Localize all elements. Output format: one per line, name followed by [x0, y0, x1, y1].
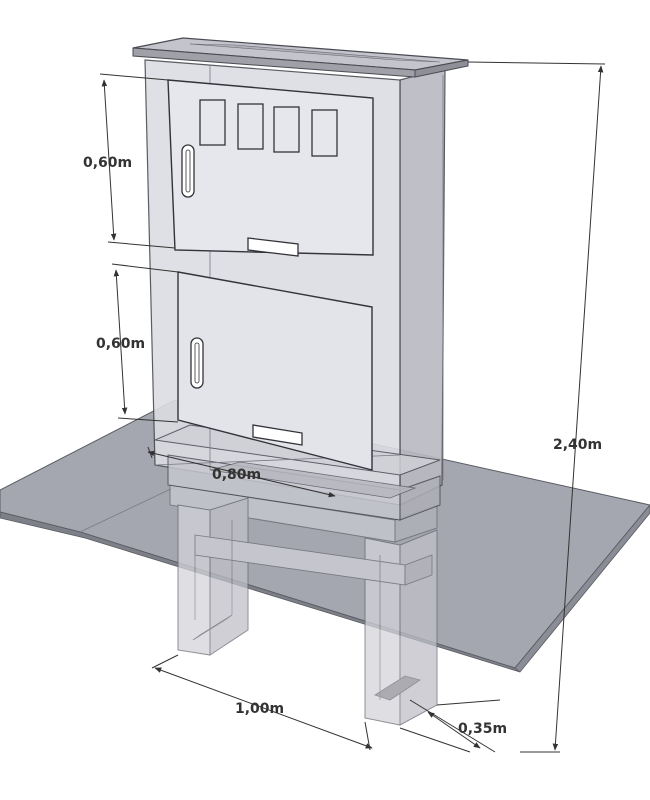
lower-door-height-label: 0,60m [96, 336, 145, 352]
cabinet-roof [132, 37, 469, 78]
cabinet-width-label: 0,80m [212, 467, 261, 483]
base-width-label: 1,00m [235, 701, 284, 717]
dimension-base-depth: 0,35m [399, 699, 507, 753]
meter-window-1 [199, 99, 226, 146]
base-depth-label: 0,35m [458, 721, 507, 737]
dimension-lower-door-height: 0,60m [96, 263, 179, 423]
upper-door-handle [181, 144, 195, 198]
meter-window-4 [311, 109, 338, 157]
upper-door-height-label: 0,60m [83, 155, 132, 171]
total-height-label: 2,40m [553, 437, 602, 453]
dimension-upper-door-height: 0,60m [83, 73, 176, 249]
upper-door [167, 79, 374, 257]
meter-window-2 [237, 103, 264, 150]
base-plinth [169, 484, 438, 726]
lower-door-vent [252, 424, 303, 446]
dimension-cabinet-width: 0,80m [147, 446, 336, 498]
dimension-total-height: 2,40m [467, 61, 606, 753]
lower-door [177, 271, 373, 471]
upper-door-vent [247, 237, 299, 257]
meter-window-3 [273, 106, 300, 153]
lower-door-handle [190, 337, 204, 389]
dimension-base-width: 1,00m [151, 654, 373, 751]
